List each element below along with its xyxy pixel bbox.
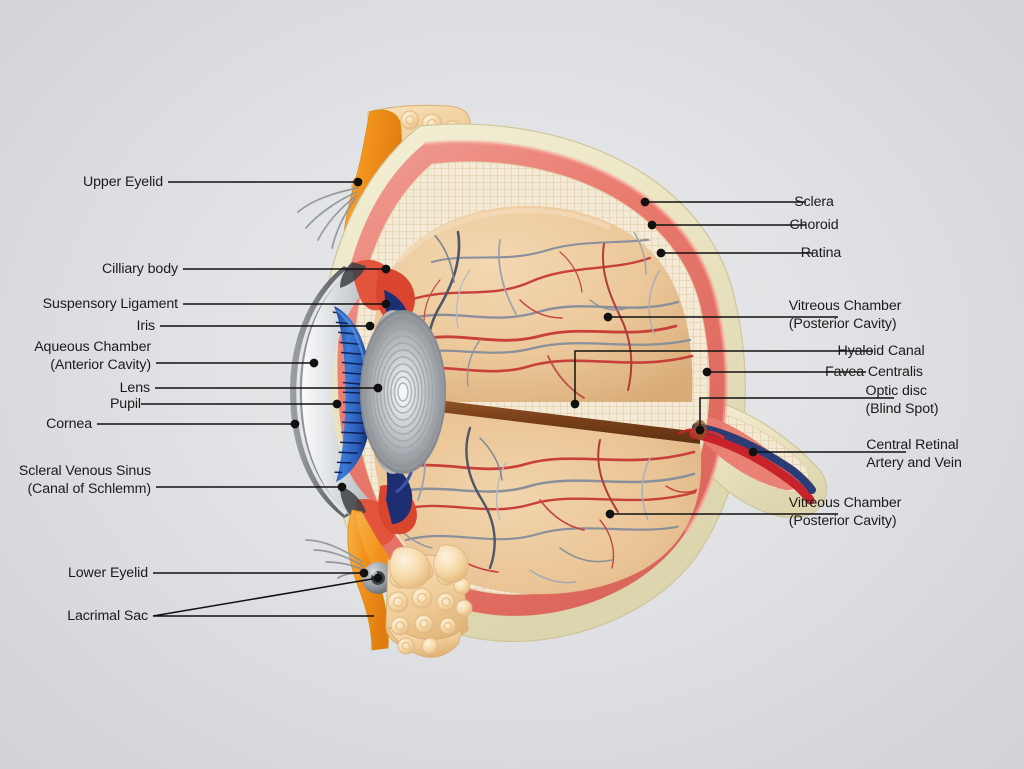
leader-upper-eyelid	[168, 177, 363, 187]
label-text: Lacrimal Sac	[67, 608, 148, 624]
retinal-vessels-lower	[390, 426, 701, 584]
leader-lens	[155, 383, 383, 393]
label-iris: Iris	[136, 318, 155, 336]
label-vitreous-chamber-upper: Vitreous Chamber(Posterior Cavity)	[788, 298, 902, 333]
label-text: Hyaloid Canal	[837, 343, 925, 359]
label-text-secondary: (Anterior Cavity)	[50, 356, 151, 373]
leader-dot	[337, 482, 347, 492]
label-lower-eyelid: Lower Eyelid	[68, 565, 148, 583]
leader-dot	[359, 568, 369, 578]
label-text: Vitreous Chamber	[788, 495, 902, 511]
leader-dot	[381, 264, 391, 274]
leader-vitreous-chamber-lower	[605, 509, 838, 519]
leader-sclera	[640, 197, 806, 207]
label-text: Choroid	[789, 217, 839, 233]
lens	[360, 310, 446, 474]
leader-favea-centralis	[702, 367, 866, 377]
leader-dot	[353, 177, 363, 187]
label-text: Favea Centralis	[825, 364, 923, 380]
label-text: Suspensory Ligament	[42, 296, 178, 312]
label-text: Cornea	[46, 416, 92, 432]
leader-dot	[695, 425, 705, 435]
leader-cilliary-body	[183, 264, 391, 274]
leader-ratina	[656, 248, 813, 258]
label-lacrimal-sac: Lacrimal Sac	[67, 608, 148, 626]
leader-pupil	[141, 399, 342, 409]
leader-dot	[748, 447, 758, 457]
label-choroid: Choroid	[790, 217, 839, 235]
leader-dot	[373, 383, 383, 393]
label-text: Scleral Venous Sinus	[18, 463, 151, 479]
leader-dot	[702, 367, 712, 377]
leader-dot	[605, 509, 615, 519]
lower-orbital-bone	[385, 544, 473, 658]
label-text: Optic disc	[865, 383, 927, 399]
label-vitreous-chamber-lower: Vitreous Chamber(Posterior Cavity)	[788, 495, 902, 530]
hyaloid-canal	[372, 392, 700, 444]
label-text-secondary: (Posterior Cavity)	[788, 512, 897, 529]
leader-aqueous-chamber	[156, 358, 319, 368]
leader-dot	[640, 197, 650, 207]
label-lens: Lens	[120, 380, 150, 398]
leader-dot	[309, 358, 319, 368]
label-text: Iris	[136, 318, 155, 334]
label-aqueous-chamber: Aqueous Chamber(Anterior Cavity)	[34, 339, 151, 374]
leader-central-retinal-vessels	[748, 447, 906, 457]
leader-dot	[647, 220, 657, 230]
label-text-secondary: (Posterior Cavity)	[788, 315, 897, 332]
leader-iris	[160, 321, 375, 331]
label-text: Upper Eyelid	[82, 174, 163, 190]
vitreous-chamber-upper	[372, 205, 694, 402]
label-text: Aqueous Chamber	[34, 339, 151, 355]
label-ratina: Ratina	[800, 245, 842, 263]
leader-dot	[603, 312, 613, 322]
leader-dot	[656, 248, 666, 258]
label-sclera: Sclera	[794, 194, 834, 212]
label-text: Pupil	[109, 396, 141, 412]
label-text: Cilliary body	[102, 261, 178, 277]
leader-choroid	[647, 220, 806, 230]
leader-dot	[570, 399, 580, 409]
leader-dot	[373, 573, 383, 583]
label-text: Central Retinal	[866, 437, 959, 453]
label-text: Vitreous Chamber	[788, 298, 902, 314]
label-scleral-venous-sinus: Scleral Venous Sinus(Canal of Schlemm)	[19, 463, 151, 498]
leader-lacrimal-sac	[152, 573, 383, 617]
label-hyaloid-canal: Hyaloid Canal	[837, 343, 924, 361]
leader-cornea	[97, 419, 300, 429]
leader-dot	[332, 399, 342, 409]
label-text-secondary: (Blind Spot)	[865, 400, 939, 417]
label-favea-centralis: Favea Centralis	[825, 364, 923, 382]
label-cilliary-body: Cilliary body	[102, 261, 178, 279]
leader-suspensory-ligament	[183, 299, 391, 309]
leader-dot	[381, 299, 391, 309]
leader-dot	[290, 419, 300, 429]
leader-vitreous-chamber-upper	[603, 312, 838, 322]
label-optic-disc: Optic disc(Blind Spot)	[866, 383, 939, 418]
leader-optic-disc	[695, 397, 894, 435]
label-pupil: Pupil	[110, 396, 141, 414]
upper-eyelashes	[297, 187, 359, 249]
iris	[334, 306, 373, 482]
label-suspensory-ligament: Suspensory Ligament	[43, 296, 178, 314]
label-cornea: Cornea	[46, 416, 92, 434]
scleral-venous-sinus	[340, 486, 366, 518]
label-upper-eyelid: Upper Eyelid	[83, 174, 163, 192]
label-text-secondary: (Canal of Schlemm)	[27, 480, 151, 497]
leader-lower-eyelid	[153, 568, 369, 578]
label-text: Lens	[119, 380, 150, 396]
leader-hyaloid-canal	[570, 350, 873, 409]
leader-scleral-venous-sinus	[156, 482, 347, 492]
label-text: Ratina	[800, 245, 842, 261]
label-text-secondary: Artery and Vein	[866, 454, 962, 471]
label-text: Lower Eyelid	[67, 565, 148, 581]
leader-dot	[365, 321, 375, 331]
label-text: Sclera	[794, 194, 834, 210]
aqueous-chamber	[302, 270, 372, 516]
label-leader-lines	[97, 177, 906, 617]
